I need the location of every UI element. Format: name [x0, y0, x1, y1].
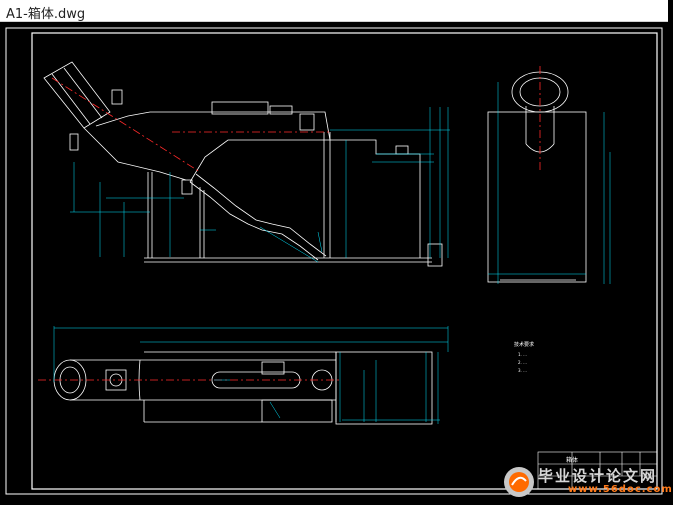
note-2: 2. ... [518, 360, 527, 365]
window-title: A1-箱体.dwg [6, 7, 86, 22]
watermark-url: www.56doc.com [568, 484, 673, 495]
side-view [487, 71, 587, 283]
note-3: 3. ... [518, 368, 527, 373]
front-centerline-incline [51, 77, 201, 173]
notes-heading: 技术要求 [514, 341, 534, 348]
drawing-sheet[interactable]: 技术要求 1. ... 2. ... 3. ... 箱体 [0, 22, 668, 501]
sheet-outer-border [5, 27, 663, 495]
top-view [53, 351, 433, 425]
watermark-logo-icon [504, 467, 534, 497]
technical-notes: 技术要求 1. ... 2. ... 3. ... [514, 341, 534, 373]
top-view-dimensions [53, 326, 449, 424]
front-view-dimensions [70, 107, 450, 263]
window-titlebar: A1-箱体.dwg [0, 0, 668, 22]
front-view [43, 61, 443, 267]
title-block-label: 箱体 [566, 456, 578, 464]
side-view-dimensions [488, 82, 611, 284]
title-block [537, 451, 658, 490]
sheet-inner-border [31, 32, 658, 490]
site-watermark: 毕业设计论文网 www.56doc.com [500, 463, 672, 501]
cad-canvas[interactable]: 技术要求 1. ... 2. ... 3. ... 箱体 [0, 22, 668, 501]
watermark-title: 毕业设计论文网 [538, 467, 658, 485]
note-1: 1. ... [518, 352, 527, 357]
